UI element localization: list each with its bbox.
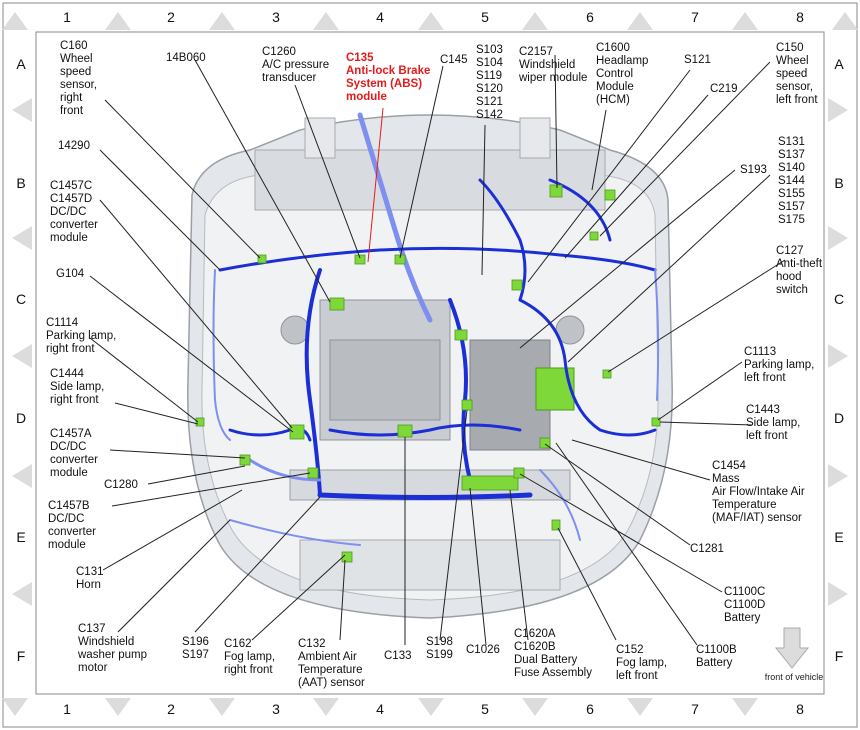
- grid-col-4-top: 4: [376, 9, 384, 25]
- grid-col-5-top: 5: [481, 9, 489, 25]
- grid-row-e-left: E: [16, 529, 26, 545]
- callout-s121: S121: [684, 54, 711, 66]
- vehicle-front-illustration: [187, 114, 673, 619]
- callout-c1281: C1281: [690, 543, 724, 555]
- grid-col-2-bottom: 2: [167, 701, 175, 717]
- grid-col-5-bottom: 5: [481, 701, 489, 717]
- grid-row-f-left: F: [16, 648, 26, 664]
- callout-14290: 14290: [58, 140, 90, 152]
- grid-col-8-top: 8: [796, 9, 804, 25]
- callout-g104: G104: [56, 268, 85, 280]
- grid-row-a-right: A: [834, 56, 844, 72]
- top-border-triangles: [2, 12, 858, 30]
- grid-row-c-right: C: [833, 291, 845, 307]
- front-of-vehicle-arrow: [774, 627, 810, 669]
- callout-c145: C145: [440, 54, 468, 66]
- grid-row-b-right: B: [834, 175, 844, 191]
- grid-col-3-top: 3: [272, 9, 280, 25]
- grid-row-c-left: C: [15, 291, 27, 307]
- bottom-border-triangles: [2, 698, 758, 716]
- connectors: [195, 184, 661, 563]
- callout-14b060: 14B060: [166, 52, 206, 64]
- grid-col-6-bottom: 6: [586, 701, 594, 717]
- grid-col-7-bottom: 7: [691, 701, 699, 717]
- grid-row-d-right: D: [833, 410, 845, 426]
- grid-row-f-right: F: [834, 648, 844, 664]
- callout-c1026: C1026: [466, 644, 500, 656]
- callout-c219: C219: [710, 83, 738, 95]
- grid-col-8-bottom: 8: [796, 701, 804, 717]
- grid-col-1-top: 1: [63, 9, 71, 25]
- leader-lines: [89, 54, 786, 646]
- left-border-triangles: [12, 98, 32, 606]
- grid-col-2-top: 2: [167, 9, 175, 25]
- right-border-triangles: [828, 98, 848, 606]
- grid-col-7-top: 7: [691, 9, 699, 25]
- callout-c1280: C1280: [104, 479, 138, 491]
- grid-row-b-left: B: [16, 175, 26, 191]
- grid-row-a-left: A: [16, 56, 26, 72]
- grid-col-6-top: 6: [586, 9, 594, 25]
- front-of-vehicle-label: front of vehicle: [764, 672, 824, 682]
- grid-row-e-right: E: [834, 529, 844, 545]
- callout-c133: C133: [384, 650, 412, 662]
- grid-col-4-bottom: 4: [376, 701, 384, 717]
- callout-s193: S193: [740, 164, 767, 176]
- grid-col-1-bottom: 1: [63, 701, 71, 717]
- grid-col-3-bottom: 3: [272, 701, 280, 717]
- grid-row-d-left: D: [15, 410, 27, 426]
